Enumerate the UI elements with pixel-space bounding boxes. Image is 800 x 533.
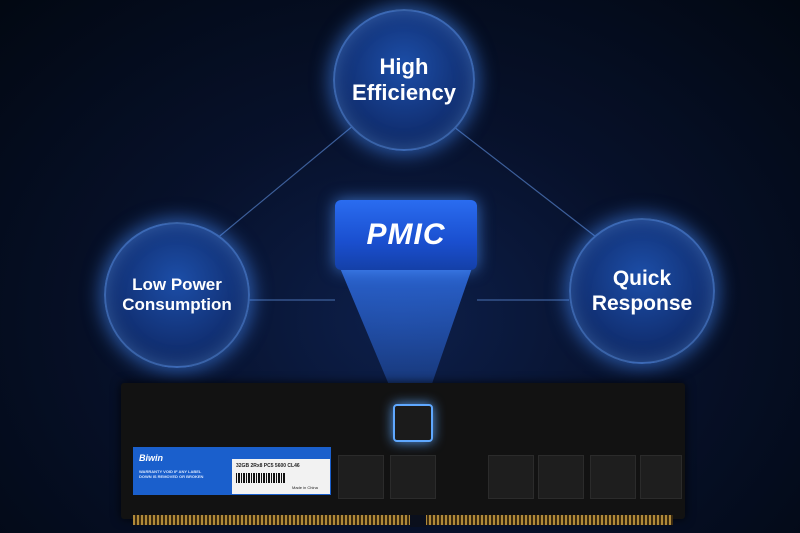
brand-logo: Biwin [139, 453, 163, 463]
memory-chip [390, 455, 436, 499]
feature-low-power-label: Low Power Consumption [122, 274, 232, 314]
barcode [236, 473, 286, 483]
feature-high-efficiency: High Efficiency [333, 9, 475, 151]
spec-sticker: 32GB 2Rx8 PC5 5600 CL46 Made in China [232, 459, 330, 494]
key-notch [410, 515, 426, 527]
pmic-chip [393, 404, 433, 442]
gold-contacts [133, 515, 673, 525]
memory-chip [538, 455, 584, 499]
feature-quick-response-label: Quick Response [591, 266, 693, 315]
origin-text: Made in China [292, 485, 318, 490]
feature-low-power: Low Power Consumption [104, 222, 250, 368]
memory-chip [590, 455, 636, 499]
memory-chip [640, 455, 682, 499]
memory-chip [338, 455, 384, 499]
feature-high-efficiency-label: High Efficiency [352, 53, 456, 105]
spec-text: 32GB 2Rx8 PC5 5600 CL46 [236, 463, 300, 469]
feature-quick-response: Quick Response [569, 218, 715, 364]
pmic-label: PMIC [366, 218, 446, 251]
memory-chip [488, 455, 534, 499]
pmic-block: PMIC [335, 200, 477, 270]
warranty-text: WARRANTY VOID IF ANY LABEL DOWN IS REMOV… [139, 469, 204, 480]
